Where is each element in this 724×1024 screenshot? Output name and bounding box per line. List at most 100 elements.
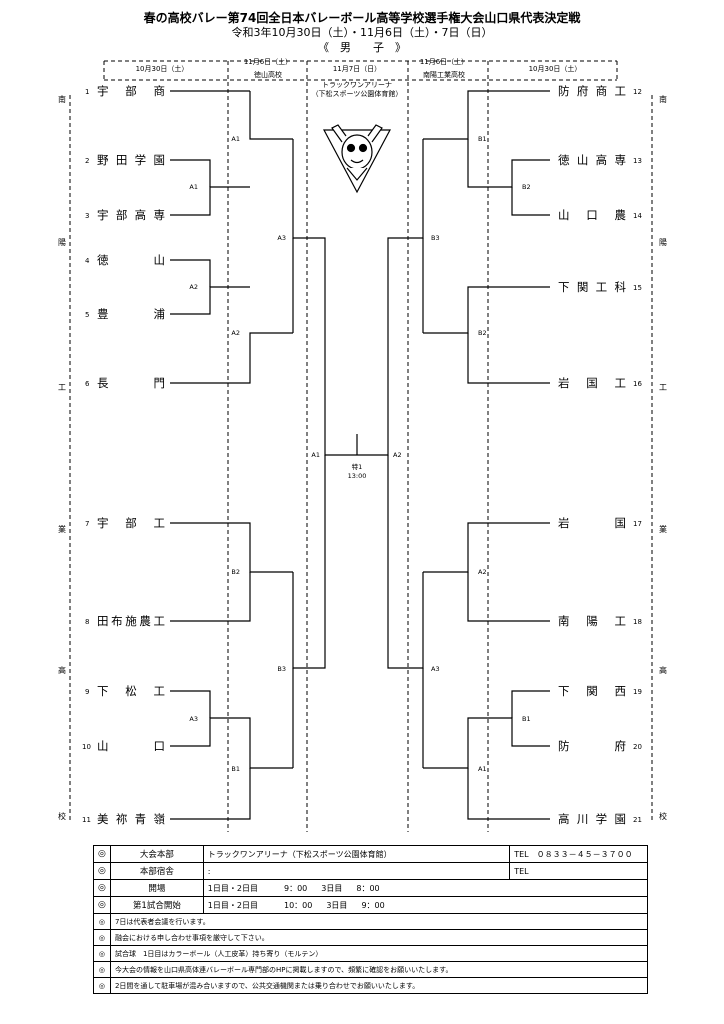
team-number: 20 (633, 743, 642, 751)
team-name: 豊浦 (97, 307, 165, 321)
bullet-mark: ◎ (93, 896, 111, 914)
hq-label: 大会本部 (109, 845, 204, 863)
first-match-label: 第1試合開始 (109, 896, 204, 914)
final-venue-detail: （下松スポーツ公園体育館） (312, 89, 403, 98)
open-days-2: 3日目 (321, 883, 343, 893)
info-row-lodge: ◎ 本部宿舎 : TEL (93, 862, 648, 880)
lodge-value: : (202, 862, 511, 880)
team-name: 下関工科 (558, 280, 627, 294)
mascot-emblem (323, 124, 391, 194)
lodge-tel: TEL (509, 862, 648, 880)
host-school-vertical-left: 南 陽 工 業 高 校 (58, 94, 66, 821)
bullet-mark: ◎ (93, 879, 111, 897)
team-number: 11 (82, 816, 91, 824)
match-label: B3 (277, 665, 286, 673)
match-label: A2 (189, 283, 198, 291)
vertical-char: 高 (659, 665, 667, 675)
bullet-mark: ◎ (93, 961, 111, 978)
info-row-hq: ◎ 大会本部 トラックワンアリーナ（下松スポーツ公園体育館） TEL ０８３３－… (93, 845, 648, 863)
note-text: 7日は代表者会議を行います。 (109, 913, 649, 930)
right-bracket-lines (357, 90, 550, 820)
match-label: B1 (522, 715, 531, 723)
info-table: ◎ 大会本部 トラックワンアリーナ（下松スポーツ公園体育館） TEL ０８３３－… (93, 845, 649, 994)
info-note-row: ◎ 今大会の情報を山口県高体連バレーボール専門部のHPに掲載しますので、頻繁に確… (93, 961, 649, 978)
match-label: A3 (431, 665, 440, 673)
info-note-row: ◎ 2日間を通して駐車場が混み合いますので、公共交通機関または乗り合わせでお願い… (93, 977, 649, 994)
match-label: B1 (231, 765, 240, 773)
right-teams: 防府商工 12 徳山高専 13 山口農 14 下関工科 15 岩国工 16 岩国… (558, 84, 642, 826)
division-label: 《 男 子 》 (318, 41, 406, 54)
bullet-mark: ◎ (93, 862, 111, 880)
team-number: 18 (633, 618, 642, 626)
vertical-char: 陽 (58, 238, 66, 247)
left-round1-date: 10月30日（土） (136, 64, 189, 73)
first-days-2: 3日目 (326, 900, 348, 910)
vertical-char: 業 (659, 524, 667, 534)
team-name: 徳山 (97, 253, 165, 267)
team-name: 岩国工 (558, 376, 626, 390)
hq-value-text: トラックワンアリーナ（下松スポーツ公園体育館） (207, 849, 392, 859)
team-name: 防府 (558, 739, 626, 753)
team-name: 徳山高専 (558, 153, 626, 167)
right-venue: 南陽工業高校 (423, 70, 465, 79)
bullet-mark: ◎ (93, 845, 111, 863)
team-name: 野田学園 (97, 153, 165, 167)
vertical-char: 工 (58, 383, 66, 392)
team-name: 長門 (97, 376, 165, 390)
note-text: 今大会の情報を山口県高体連バレーボール専門部のHPに掲載しますので、頻繁に確認を… (109, 961, 649, 978)
match-label: A1 (478, 765, 487, 773)
team-number: 21 (633, 816, 642, 824)
match-label: B2 (522, 183, 531, 191)
team-number: 19 (633, 688, 642, 696)
vertical-char: 工 (659, 383, 667, 392)
vertical-char: 高 (58, 665, 66, 675)
team-number: 6 (85, 380, 90, 388)
team-name: 宇部商 (97, 84, 165, 98)
final-match-time: 13:00 (348, 472, 367, 480)
bullet-mark: ◎ (93, 929, 111, 946)
page-title: 春の高校バレー第74回全日本バレーボール高等学校選手権大会山口県代表決定戦 (143, 10, 582, 25)
left-teams: 1 宇部商 2 野田学園 3 宇部高専 4 徳山 5 豊浦 6 長門 7 宇部工… (82, 84, 166, 826)
team-number: 14 (633, 212, 642, 220)
info-note-row: ◎ 融会における申し合わせ事項を厳守して下さい。 (93, 929, 649, 946)
match-label: B2 (231, 568, 240, 576)
team-name: 美祢青嶺 (97, 812, 166, 826)
hq-value: トラックワンアリーナ（下松スポーツ公園体育館） (202, 845, 511, 863)
vertical-char: 南 (659, 94, 667, 104)
left-venue: 徳山高校 (254, 70, 282, 79)
match-label: A1 (189, 183, 198, 191)
note-text: 試合球 1日目はカラーボール（人工皮革）持ち寄り（モルテン） (109, 945, 649, 962)
team-name: 宇部工 (97, 516, 165, 530)
team-name: 下関西 (558, 684, 626, 698)
first-days-1: 1日目・2日目 (207, 900, 258, 910)
team-number: 9 (85, 688, 89, 696)
open-label: 開場 (109, 879, 204, 897)
team-number: 17 (633, 520, 642, 528)
team-name: 高川学園 (558, 812, 626, 826)
team-number: 2 (85, 157, 89, 165)
bullet-mark: ◎ (93, 913, 111, 930)
vertical-char: 業 (58, 524, 66, 534)
vertical-char: 校 (659, 811, 667, 821)
final-venue-name: トラックワンアリーナ (322, 81, 392, 89)
match-label: A1 (311, 451, 320, 459)
team-name: 田布施農工 (97, 614, 165, 628)
team-name: 下松工 (97, 684, 165, 698)
vertical-char: 校 (58, 811, 66, 821)
vertical-char: 南 (58, 94, 66, 104)
note-text: 融会における申し合わせ事項を厳守して下さい。 (109, 929, 649, 946)
open-days-1: 1日目・2日目 (207, 883, 258, 893)
match-label: B2 (478, 329, 487, 337)
team-name: 岩国 (558, 516, 626, 530)
team-name: 南陽工 (558, 614, 626, 628)
team-number: 15 (633, 284, 642, 292)
open-time-1: 9：00 (283, 883, 308, 893)
team-name: 山口 (97, 739, 165, 753)
team-number: 16 (633, 380, 642, 388)
vertical-char: 陽 (659, 238, 667, 247)
match-labels: A1 A2 A3 A1 A2 B2 B1 A3 B3 A1 B2 B1 B1 B… (189, 135, 530, 773)
zone-dividers (69, 60, 653, 832)
